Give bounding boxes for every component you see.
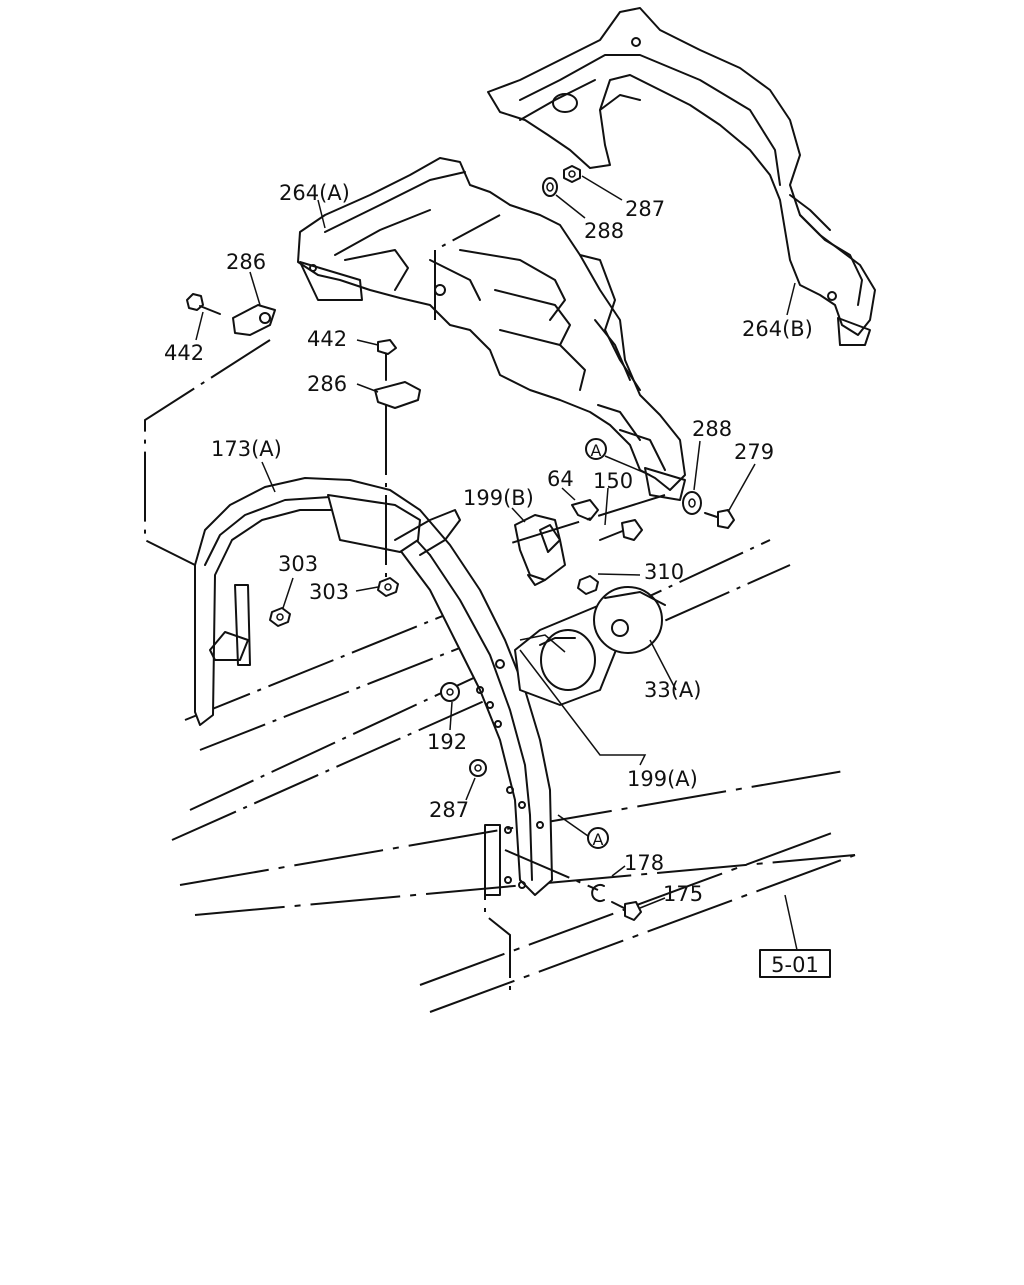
bolt-279 xyxy=(704,509,735,529)
label-64: 64 xyxy=(547,467,574,491)
marker-a-bottom: A xyxy=(587,827,609,849)
label-279: 279 xyxy=(734,440,774,464)
washer-288-right xyxy=(682,491,702,515)
label-442-mid: 442 xyxy=(307,327,347,351)
label-33a: 33(A) xyxy=(644,678,701,702)
marker-a-top-label: A xyxy=(591,441,602,460)
label-286-mid: 286 xyxy=(307,372,347,396)
nut-287-top xyxy=(563,165,581,183)
nut-192 xyxy=(440,682,460,702)
marker-a-bottom-label: A xyxy=(593,830,604,849)
nut-303-left xyxy=(269,607,291,627)
label-287-top: 287 xyxy=(625,197,665,221)
label-303-b: 303 xyxy=(309,580,349,604)
clip-286-left xyxy=(232,304,276,336)
nut-310 xyxy=(577,575,599,595)
bolt-175 xyxy=(611,901,642,921)
label-303-a: 303 xyxy=(278,552,318,576)
label-150: 150 xyxy=(593,469,633,493)
reference-box-label[interactable]: 5-01 xyxy=(771,953,819,977)
part-labels: 264(A) 287 288 286 442 442 286 264(B) 17… xyxy=(164,181,813,906)
label-288-top: 288 xyxy=(584,219,624,243)
marker-a-top: A xyxy=(585,438,607,460)
label-310: 310 xyxy=(644,560,684,584)
bolt-442-left xyxy=(186,293,221,315)
label-199a: 199(A) xyxy=(627,767,698,791)
label-264b: 264(B) xyxy=(742,317,813,341)
reference-box[interactable]: 5-01 xyxy=(759,949,831,978)
label-442-left: 442 xyxy=(164,341,204,365)
label-286-left: 286 xyxy=(226,250,266,274)
label-175: 175 xyxy=(663,882,703,906)
label-173a: 173(A) xyxy=(211,437,282,461)
label-178: 178 xyxy=(624,851,664,875)
label-264a: 264(A) xyxy=(279,181,350,205)
rubber-mount-parts xyxy=(514,586,666,706)
nut-287-bottom xyxy=(469,759,487,777)
hardware xyxy=(186,165,735,921)
label-287-bottom: 287 xyxy=(429,798,469,822)
bolt-442-mid xyxy=(377,339,397,381)
label-288-right: 288 xyxy=(692,417,732,441)
fender-stay-173a xyxy=(194,477,553,896)
fender-bracket-264b xyxy=(487,7,876,346)
label-192: 192 xyxy=(427,730,467,754)
clip-286-mid xyxy=(374,381,421,409)
washer-288-top xyxy=(542,177,558,197)
bracket-199b xyxy=(514,514,566,586)
washer-178 xyxy=(591,884,605,902)
pin-64 xyxy=(571,499,599,521)
bolt-150 xyxy=(599,519,643,541)
leader-lines xyxy=(144,175,798,995)
nut-303-right xyxy=(377,577,399,597)
label-199b: 199(B) xyxy=(463,486,534,510)
fender-bracket-264a xyxy=(297,157,686,501)
